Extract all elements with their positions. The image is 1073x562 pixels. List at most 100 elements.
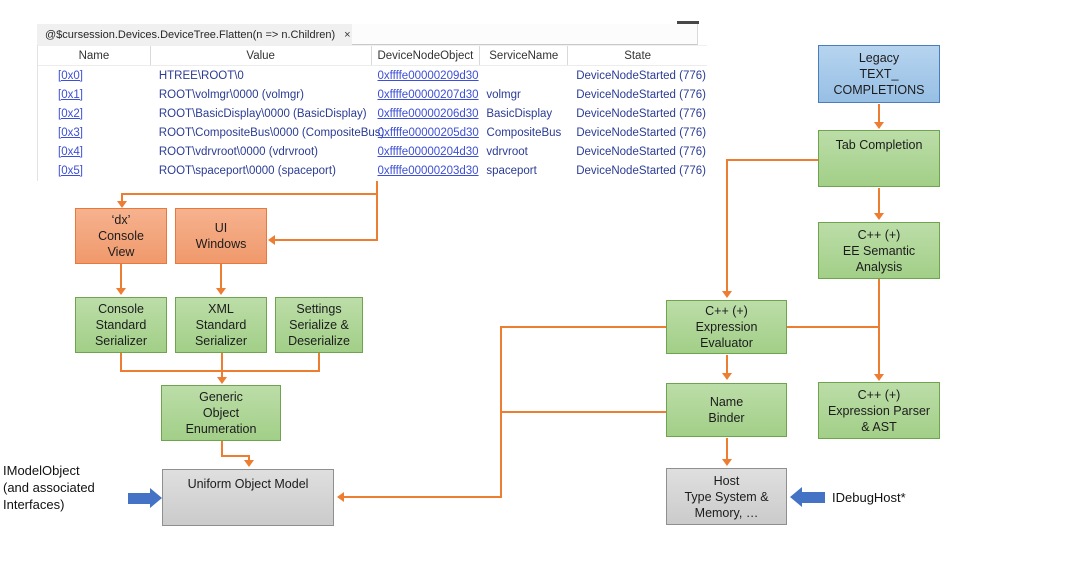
connector-to-dx-console [121, 193, 378, 195]
connector-expreval-trunk [500, 326, 666, 328]
box-label: Serialize & [289, 318, 349, 332]
connector-expreval-exprparser [787, 326, 880, 328]
box-label: UI [214, 221, 228, 235]
row-value: ROOT\CompositeBus\0000 (CompositeBus) [158, 126, 385, 139]
tab-strip [352, 24, 698, 45]
box-label: Tab Completion [835, 138, 923, 152]
box-label: TEXT_ [859, 67, 899, 81]
row-name-link[interactable]: [0x1] [58, 88, 83, 101]
box-label: & AST [861, 419, 897, 434]
imodelobject-label: IModelObject (and associated Interfaces) [3, 462, 123, 513]
row-name-link[interactable]: [0x4] [58, 145, 83, 158]
arrowhead-tab-completion [874, 122, 884, 129]
table-row[interactable]: [0x2] ROOT\BasicDisplay\0000 (BasicDispl… [38, 104, 707, 123]
connector-trunk-to-uom [342, 496, 502, 498]
connector-namebinder-host [726, 438, 728, 460]
box-label: EE Semantic [842, 243, 916, 258]
table-row[interactable]: [0x5] ROOT\spaceport\0000 (spaceport) 0x… [38, 161, 707, 180]
console-standard-serializer-box: Console Standard Serializer [75, 297, 167, 353]
row-name-link[interactable]: [0x3] [58, 126, 83, 139]
column-header-name[interactable]: Name [38, 46, 151, 65]
connector-down-expr-eval [726, 159, 728, 291]
tab-completion-box: Tab Completion [818, 130, 940, 187]
arrowhead-dx-console [117, 201, 127, 208]
box-label: Settings [296, 302, 342, 316]
connector-settings-down [318, 353, 320, 372]
box-label: Object [202, 406, 240, 420]
grid-header-row: Name Value DeviceNodeObject ServiceName … [38, 45, 707, 66]
row-object-link[interactable]: 0xffffe00000209d30 [377, 69, 479, 82]
row-service: vdrvroot [486, 145, 528, 158]
box-label: Uniform Object Model [187, 477, 309, 491]
table-row[interactable]: [0x4] ROOT\vdrvroot\0000 (vdrvroot) 0xff… [38, 142, 707, 161]
row-name-link[interactable]: [0x0] [58, 69, 83, 82]
connector-namebinder-trunk [500, 411, 666, 413]
row-state: DeviceNodeStarted (776) [576, 107, 706, 120]
row-name-link[interactable]: [0x2] [58, 107, 83, 120]
arrowhead-xml-serializer [216, 288, 226, 295]
row-object-link[interactable]: 0xffffe00000207d30 [377, 88, 479, 101]
arrowhead-expr-parser [874, 374, 884, 381]
row-object-link[interactable]: 0xffffe00000206d30 [377, 107, 479, 120]
uniform-object-model-box: Uniform Object Model [162, 469, 334, 526]
row-state: DeviceNodeStarted (776) [576, 126, 707, 139]
idebughost-arrowhead-icon [790, 487, 802, 507]
generic-object-enumeration-box: Generic Object Enumeration [161, 385, 281, 441]
tab-device-tree[interactable]: @$cursession.Devices.DeviceTree.Flatten(… [37, 24, 352, 45]
table-row[interactable]: [0x3] ROOT\CompositeBus\0000 (CompositeB… [38, 123, 707, 142]
connector-genericenum-jog [221, 455, 250, 457]
box-label: Evaluator [700, 336, 753, 350]
annotation-line: IModelObject [3, 463, 80, 478]
row-service: CompositeBus [486, 126, 562, 139]
box-label: Generic [199, 390, 243, 404]
box-label: ‘dx’ [111, 213, 131, 227]
connector-tabcompletion-left [726, 159, 818, 161]
box-label: Expression Parser [827, 403, 931, 418]
arrowhead-uom-right [337, 492, 344, 502]
arrowhead-ee-semantic [874, 213, 884, 220]
expression-evaluator-box: C++ (+) Expression Evaluator [666, 300, 787, 354]
table-row[interactable]: [0x0] HTREE\ROOT\0 0xffffe00000209d30 De… [38, 66, 707, 85]
row-state: DeviceNodeStarted (776) [576, 164, 706, 177]
column-header-value[interactable]: Value [151, 46, 372, 65]
row-state: DeviceNodeStarted (776) [576, 145, 706, 158]
annotation-line: Interfaces) [3, 497, 65, 512]
box-label: C++ (+) [857, 227, 901, 242]
name-binder-box: Name Binder [666, 383, 787, 437]
expression-parser-ast-box: C++ (+) Expression Parser & AST [818, 382, 940, 439]
box-label: COMPLETIONS [833, 83, 925, 97]
connector-dx-drop [121, 193, 123, 203]
row-state: DeviceNodeStarted (776) [576, 69, 706, 82]
box-label: Name [709, 395, 744, 409]
row-object-link[interactable]: 0xffffe00000204d30 [377, 145, 479, 158]
ee-semantic-analysis-box: C++ (+) EE Semantic Analysis [818, 222, 940, 279]
settings-serialize-box: Settings Serialize & Deserialize [275, 297, 363, 353]
arrowhead-console-serializer [116, 288, 126, 295]
arrowhead-host [722, 459, 732, 466]
box-label: Expression [695, 320, 758, 334]
box-label: Memory, … [694, 505, 759, 520]
imodelobject-arrowhead-icon [150, 488, 162, 508]
row-object-link[interactable]: 0xffffe00000205d30 [377, 126, 479, 139]
column-header-state[interactable]: State [624, 49, 652, 62]
row-object-link[interactable]: 0xffffe00000203d30 [377, 164, 479, 177]
row-name-link[interactable]: [0x5] [58, 164, 83, 177]
connector-merge-genericenum [221, 353, 223, 379]
box-label: Standard [195, 318, 247, 332]
column-header-devicenodeobject[interactable]: DeviceNodeObject [372, 46, 481, 65]
row-state: DeviceNodeStarted (776) [576, 88, 706, 101]
box-label: Console [98, 229, 144, 243]
box-label: Console [98, 302, 144, 316]
connector-uiwindows-xmlserializer [220, 264, 222, 289]
idebughost-arrow-icon [802, 492, 825, 503]
table-row[interactable]: [0x1] ROOT\volmgr\0000 (volmgr) 0xffffe0… [38, 85, 707, 104]
box-label: Host [713, 473, 740, 488]
box-label: Windows [195, 237, 247, 251]
row-value: ROOT\BasicDisplay\0000 (BasicDisplay) [158, 107, 367, 120]
column-header-servicename[interactable]: ServiceName [480, 46, 569, 65]
legacy-text-completions-box: Legacy TEXT_ COMPLETIONS [818, 45, 940, 103]
box-label: C++ (+) [705, 304, 748, 318]
box-label: Serializer [194, 334, 248, 348]
tab-close-button[interactable]: × [344, 28, 351, 41]
box-label: C++ (+) [857, 387, 901, 402]
